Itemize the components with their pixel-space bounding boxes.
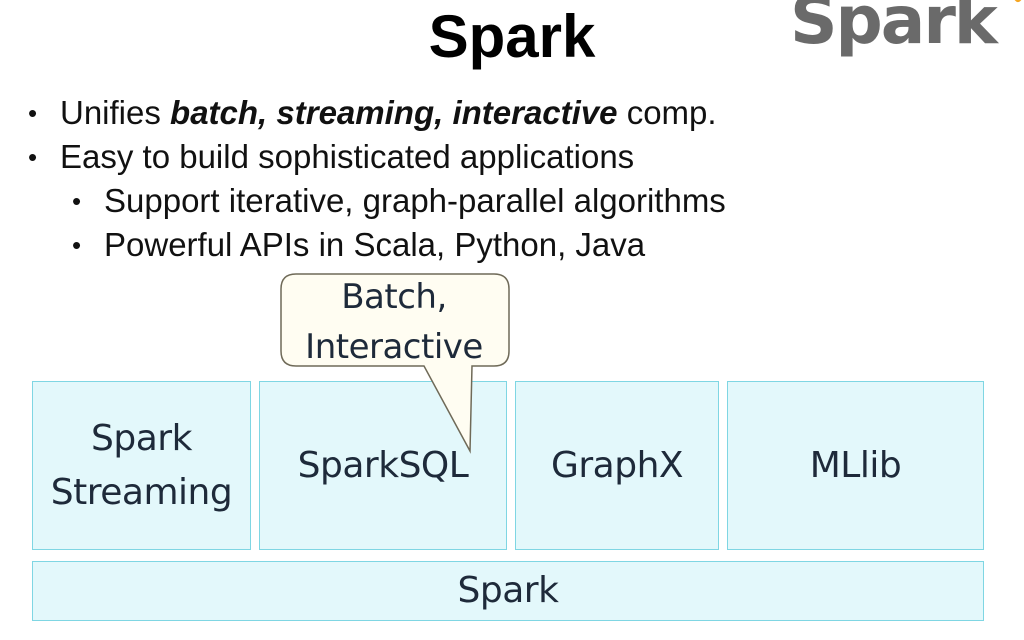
callout-text: Batch, Interactive bbox=[280, 272, 508, 372]
sub-bullet-iterative: • Support iterative, graph-parallel algo… bbox=[72, 180, 726, 222]
slide-title: Spark bbox=[428, 3, 596, 70]
box-graphx: GraphX bbox=[515, 381, 719, 550]
callout-line1: Batch, bbox=[341, 277, 447, 317]
sub-bullet-apis-text: Powerful APIs in Scala, Python, Java bbox=[104, 226, 646, 263]
callout-bubble bbox=[280, 273, 510, 454]
spark-logo-text: Spark bbox=[790, 0, 998, 59]
spark-logo-star-icon bbox=[999, 0, 1024, 4]
box-mllib: MLlib bbox=[727, 381, 984, 550]
box-spark-core-label: Spark bbox=[457, 570, 559, 611]
bullet-marker: • bbox=[28, 142, 38, 172]
bullet-unifies-suffix: comp. bbox=[617, 94, 717, 131]
bullet-marker: • bbox=[72, 186, 82, 216]
box-sparksql-label: SparkSQL bbox=[297, 444, 469, 486]
bullet-unifies-prefix: Unifies bbox=[60, 94, 171, 131]
sub-bullet-apis: • Powerful APIs in Scala, Python, Java bbox=[72, 224, 646, 266]
box-mllib-label: MLlib bbox=[809, 444, 902, 486]
bullet-unifies-emphasis: batch, streaming, interactive bbox=[170, 94, 618, 131]
spark-logo: Spark bbox=[790, 0, 1024, 56]
bullet-easy-build-text: Easy to build sophisticated applications bbox=[60, 138, 635, 175]
box-graphx-label: GraphX bbox=[550, 444, 684, 486]
bullet-marker: • bbox=[72, 230, 82, 260]
bullet-marker: • bbox=[28, 98, 38, 128]
bullet-easy-build: • Easy to build sophisticated applicatio… bbox=[28, 136, 635, 178]
box-spark-streaming: Spark Streaming bbox=[32, 381, 251, 550]
box-spark-core: Spark bbox=[32, 561, 984, 621]
sub-bullet-iterative-text: Support iterative, graph-parallel algori… bbox=[104, 182, 726, 219]
box-spark-streaming-line2: Streaming bbox=[50, 471, 233, 513]
box-spark-streaming-line1: Spark bbox=[91, 417, 192, 459]
bullet-unifies: • Unifies batch, streaming, interactive … bbox=[28, 92, 717, 134]
callout-bubble-shape bbox=[280, 273, 510, 454]
callout-line2: Interactive bbox=[305, 327, 483, 367]
